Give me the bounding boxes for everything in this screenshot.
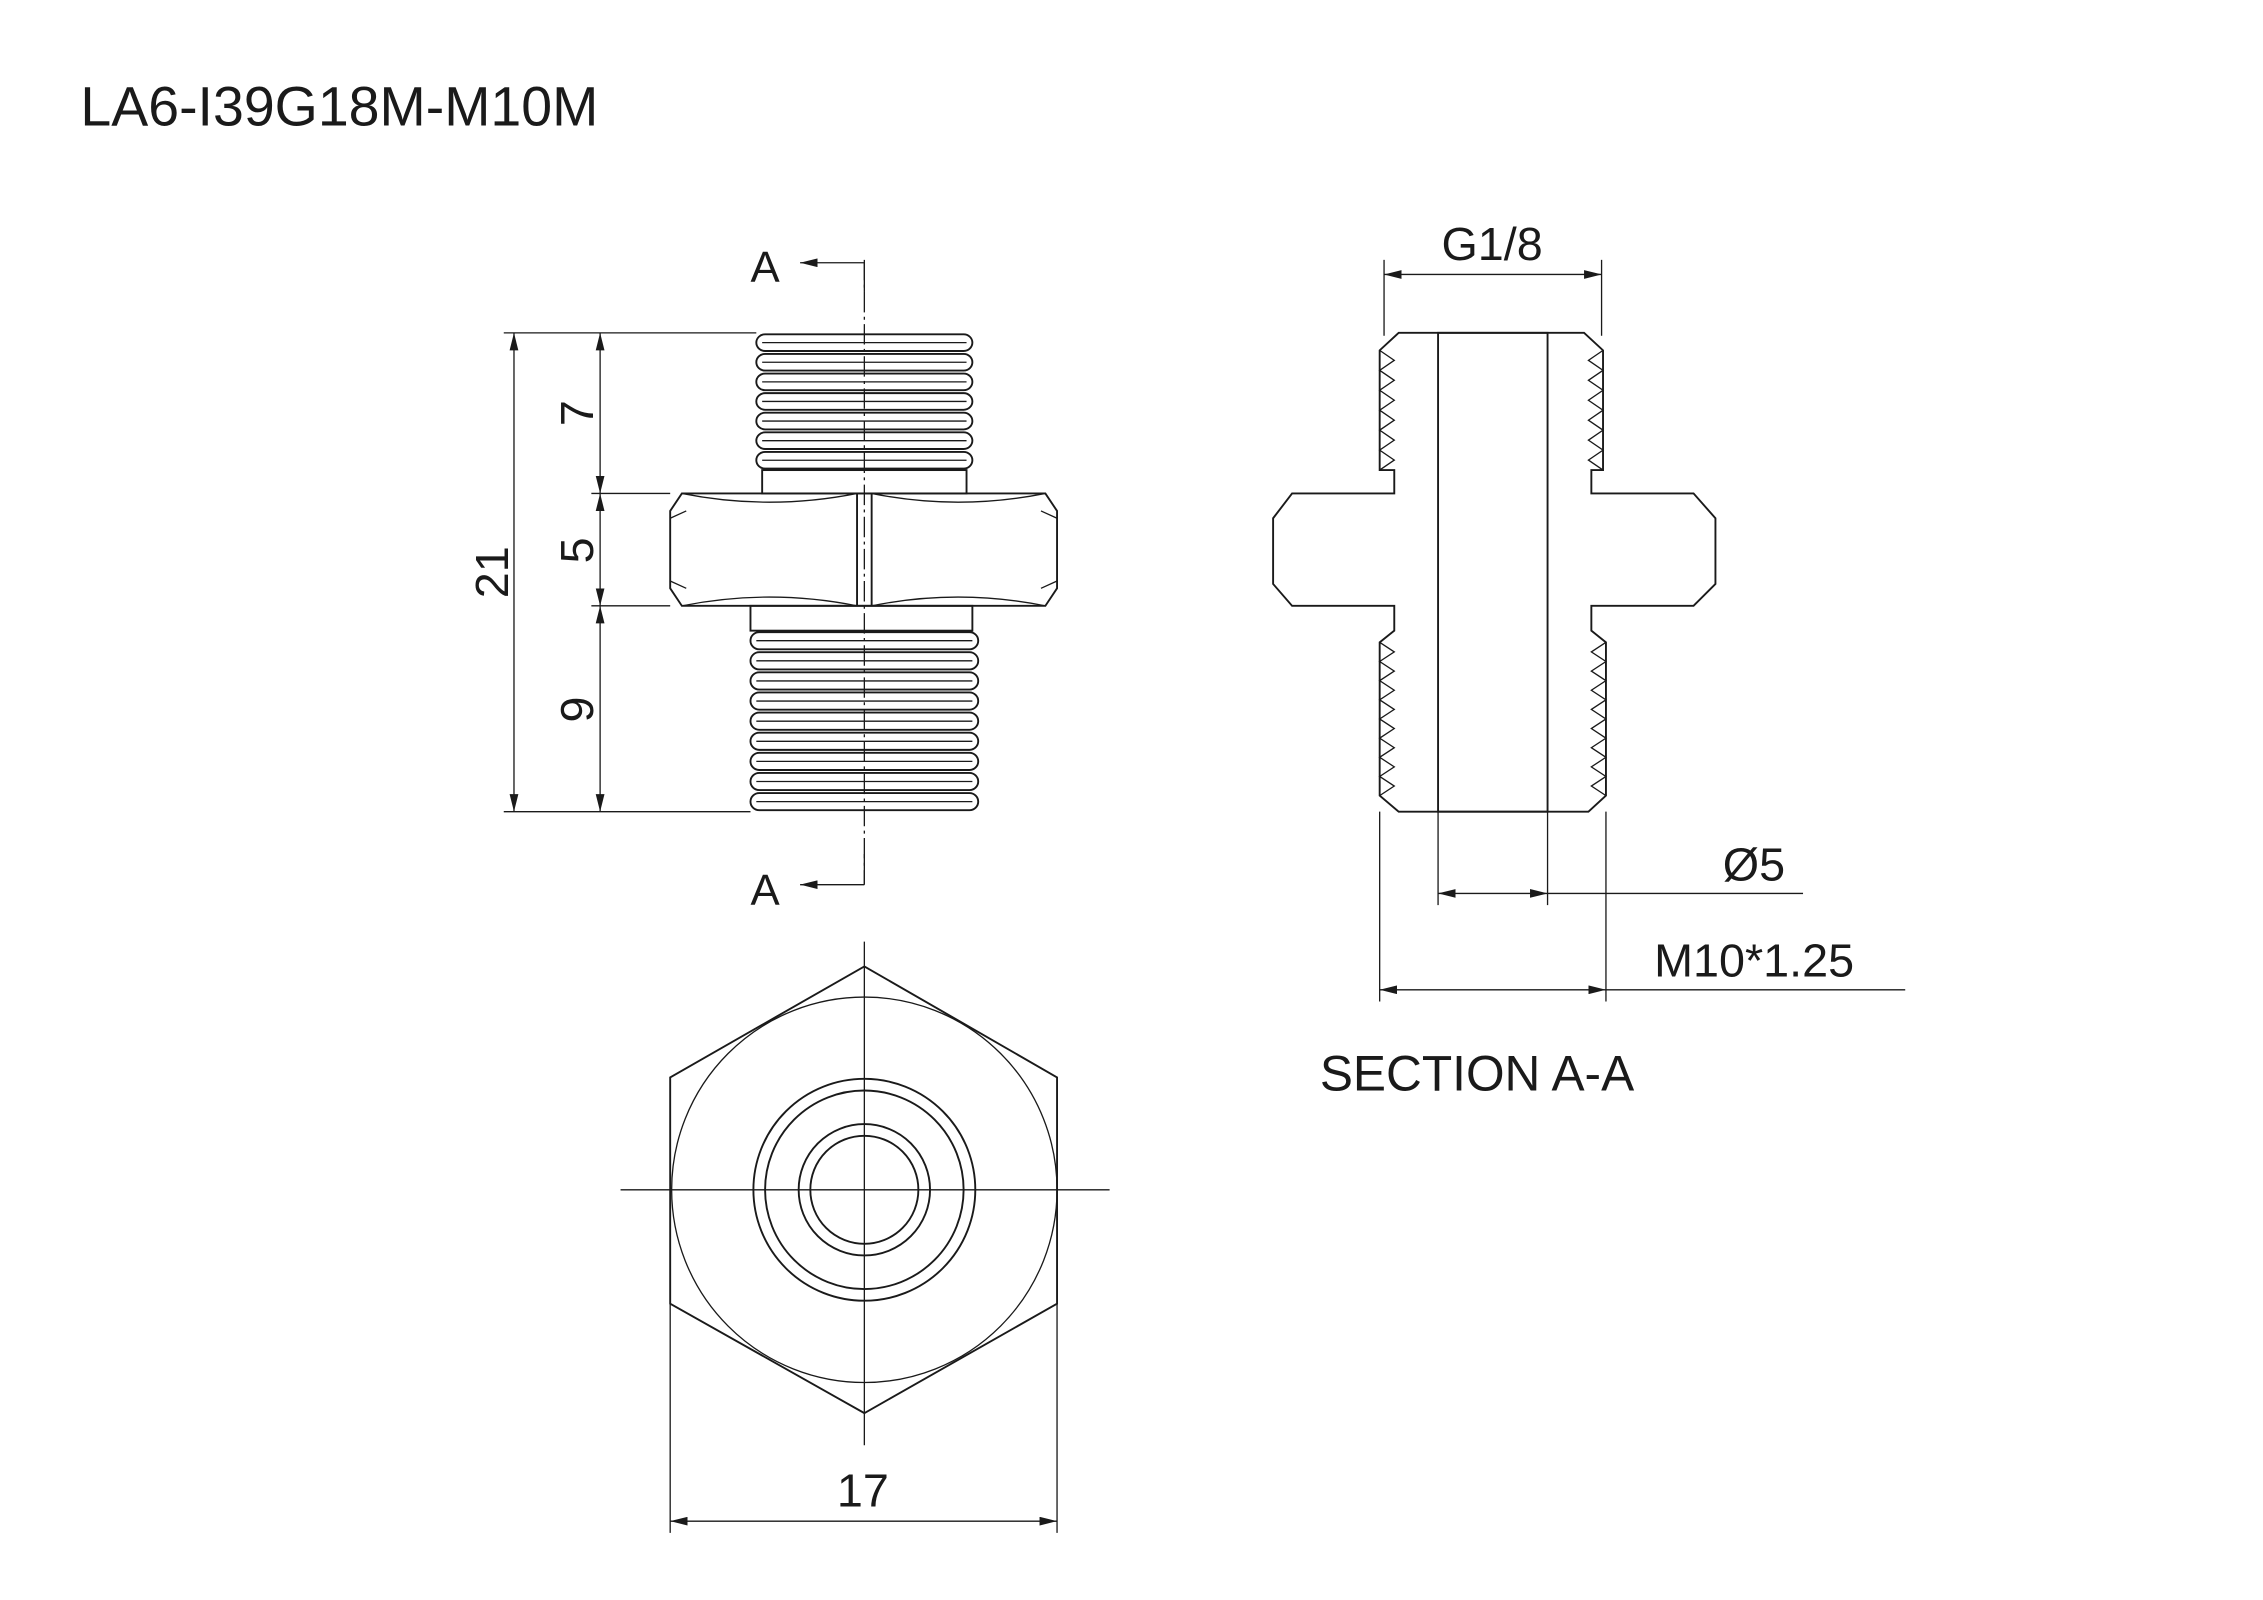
thread-ridge (749, 771, 980, 792)
thread-ridge (749, 651, 980, 671)
dim-bottom-thread-length: 9 (551, 696, 603, 722)
thread-ridge (755, 431, 974, 450)
section-mark-bottom: A (750, 854, 866, 915)
svg-text:A: A (750, 243, 780, 292)
thread-ridge (749, 792, 980, 812)
dimension-lines (503, 332, 757, 813)
bottom-thread (749, 631, 980, 812)
section-threads (1378, 349, 1608, 797)
dim-overall-length: 21 (466, 546, 518, 598)
thread-ridge (749, 731, 980, 751)
dim-top-thread-length: 7 (551, 400, 603, 426)
drawing-title: LA6-I39G18M-M10M (80, 76, 598, 138)
thread-ridge (755, 352, 974, 372)
bore (1437, 331, 1549, 813)
bottom-neck (749, 604, 974, 632)
dim-g18-thread: G1/8 (1441, 218, 1542, 270)
dim-across-flats: 17 (837, 1465, 889, 1517)
thread-profile (1378, 641, 1396, 797)
section-mark-top: A (750, 243, 866, 292)
thread-ridge (749, 631, 980, 651)
thread-profile (1590, 641, 1608, 797)
svg-text:A: A (750, 866, 780, 915)
dim-bore-diameter: Ø5 (1723, 838, 1785, 890)
thread-ridge (755, 372, 974, 392)
thread-ridge (755, 333, 974, 352)
section-view: G1/8 Ø5 M10*1.25 SECTION A-A (1272, 218, 1906, 1102)
front-view: A A 21 7 5 9 (466, 243, 1058, 915)
thread-ridge (755, 450, 974, 470)
section-label: SECTION A-A (1320, 1046, 1634, 1102)
end-view: 17 (620, 941, 1110, 1533)
dim-hex-thickness: 5 (551, 537, 603, 563)
hex-nut (669, 492, 1058, 607)
thread-ridge (749, 711, 980, 731)
thread-ridge (749, 671, 980, 691)
thread-ridge (749, 751, 980, 771)
thread-ridge (755, 392, 974, 411)
thread-ridge (755, 411, 974, 431)
top-thread (755, 333, 974, 470)
thread-profile (1587, 349, 1605, 471)
thread-ridge (749, 691, 980, 711)
dim-m10-thread: M10*1.25 (1654, 935, 1854, 987)
thread-profile (1378, 349, 1396, 471)
